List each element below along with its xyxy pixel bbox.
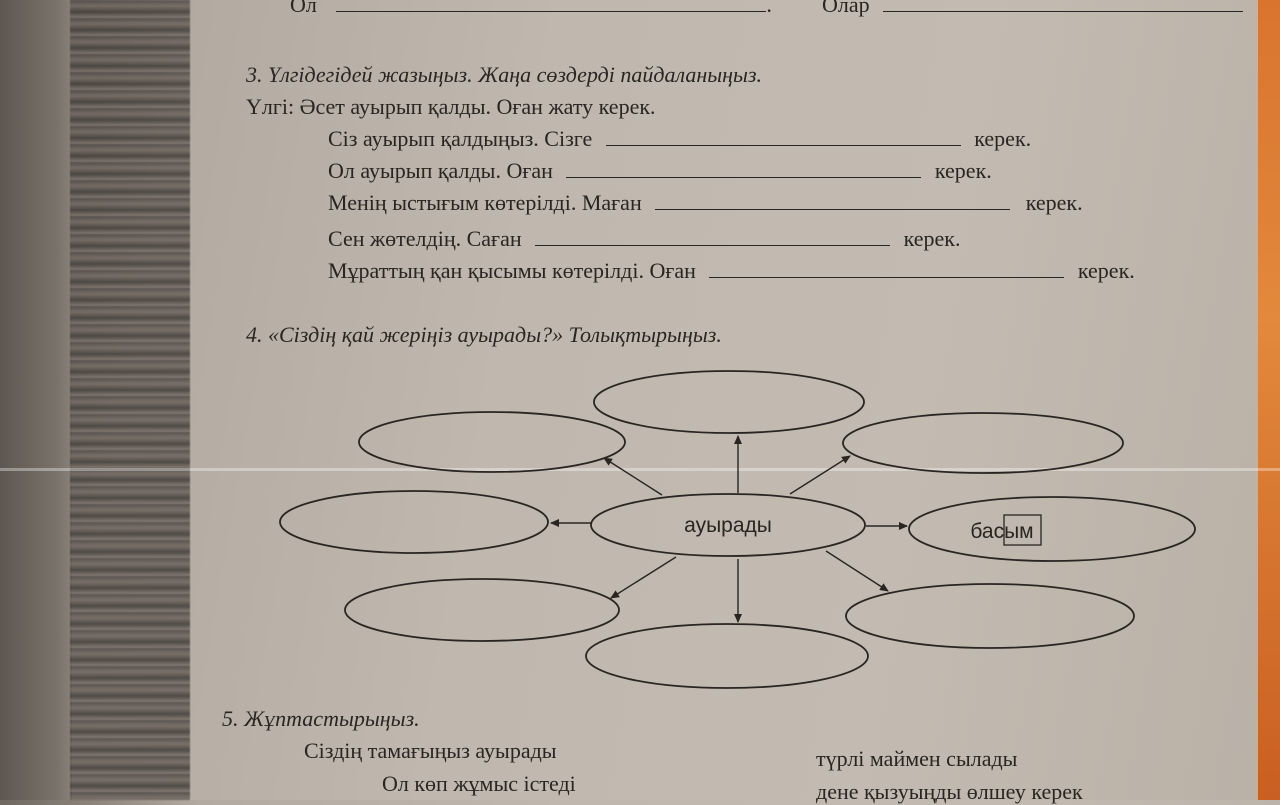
- task5-right-item[interactable]: түрлі маймен сылады: [816, 746, 1018, 771]
- answer-node-lower-right[interactable]: [845, 583, 1135, 649]
- top-line-left: Ол .: [290, 0, 772, 18]
- task3-row: Менің ыстығым көтерілді. Маған керек.: [328, 190, 1083, 216]
- row-prompt: Сен жөтелдің. Саған: [328, 226, 522, 251]
- task5-heading: 5. Жұптастырыңыз.: [222, 706, 420, 731]
- answer-node-lower-left[interactable]: [344, 578, 620, 642]
- top-line-left-text: Ол: [290, 0, 317, 17]
- row-end: керек.: [974, 126, 1032, 151]
- task3-row: Сіз ауырып қалдыңыз. Сізге керек.: [328, 126, 1031, 152]
- task3-row: Мұраттың қан қысымы көтерілді. Оған кере…: [328, 258, 1135, 284]
- answer-node-top[interactable]: [593, 370, 865, 434]
- row-end: керек.: [934, 158, 992, 183]
- task5-left-item[interactable]: Ол көп жұмыс істеді: [382, 771, 576, 796]
- example-node-right: [908, 496, 1196, 562]
- task3-heading: 3. Үлгідегідей жазыңыз. Жаңа сөздерді па…: [246, 62, 763, 87]
- highlight-box: [1003, 514, 1042, 546]
- answer-line[interactable]: [709, 276, 1065, 278]
- center-node: [590, 493, 866, 557]
- row-prompt: Ол ауырып қалды. Оған: [328, 158, 553, 183]
- example-node-label: басым: [970, 520, 1033, 543]
- task3-row: Сен жөтелдің. Саған керек.: [328, 226, 960, 252]
- arrow-upper-left: [603, 457, 663, 496]
- answer-node-left[interactable]: [279, 490, 549, 554]
- answer-line[interactable]: [566, 176, 922, 178]
- answer-line[interactable]: [883, 10, 1244, 12]
- paper-shadow-left: [0, 0, 72, 800]
- center-node-label: ауырады: [684, 514, 772, 537]
- row-end: керек.: [1077, 258, 1135, 283]
- arrow-upper-right: [789, 455, 851, 495]
- answer-node-bottom[interactable]: [585, 623, 869, 689]
- background-edge-right: [1258, 0, 1280, 800]
- task5-left-item[interactable]: Сіздің тамағыңыз ауырады: [304, 738, 557, 763]
- decorative-border: [70, 0, 190, 800]
- arrow-lower-right: [825, 550, 889, 592]
- row-prompt: Мұраттың қан қысымы көтерілді. Оған: [328, 258, 696, 283]
- answer-line[interactable]: [535, 244, 891, 246]
- paper-fold: [0, 468, 1280, 471]
- answer-line[interactable]: [655, 208, 1011, 210]
- task5-right-item[interactable]: дене қызуыңды өлшеу керек: [816, 779, 1083, 804]
- answer-line[interactable]: [336, 10, 767, 12]
- top-line-right-text: Олар: [822, 0, 870, 17]
- arrow-lower-left: [610, 556, 677, 599]
- answer-node-upper-right[interactable]: [842, 412, 1124, 474]
- task3-row: Ол ауырып қалды. Оған керек.: [328, 158, 992, 184]
- task3-example: Үлгі: Әсет ауырып қалды. Оған жату керек…: [246, 94, 656, 119]
- top-line-right: Олар: [822, 0, 1244, 18]
- row-end: керек.: [1025, 190, 1083, 215]
- answer-node-upper-left[interactable]: [358, 411, 626, 473]
- answer-line[interactable]: [605, 144, 961, 146]
- row-end: керек.: [903, 226, 961, 251]
- row-prompt: Менің ыстығым көтерілді. Маған: [328, 190, 642, 215]
- row-prompt: Сіз ауырып қалдыңыз. Сізге: [328, 126, 593, 151]
- task4-heading: 4. «Сіздің қай жеріңіз ауырады?» Толықты…: [246, 322, 722, 347]
